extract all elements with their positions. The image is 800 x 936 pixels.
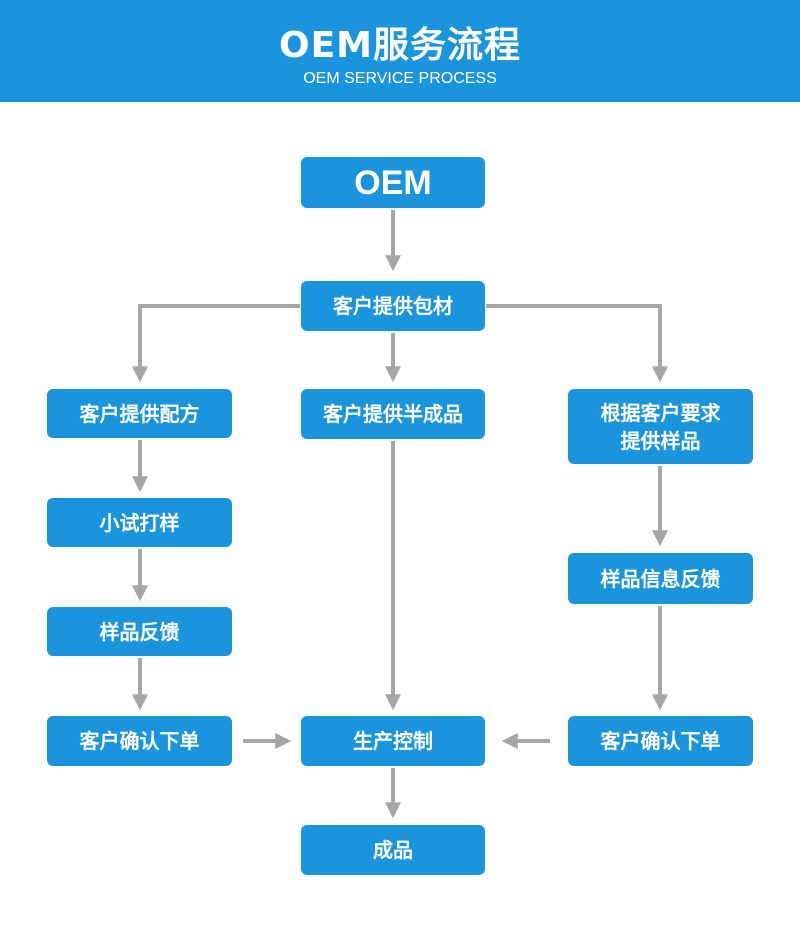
arrow-packaging-to-sample	[486, 304, 668, 383]
node-provide-sample: 根据客户要求 提供样品	[568, 389, 753, 464]
node-confirm-order-left: 客户确认下单	[47, 716, 232, 766]
node-provide-semi-finished: 客户提供半成品	[301, 389, 485, 439]
header-banner: OEM服务流程 OEM SERVICE PROCESS	[0, 0, 800, 102]
page-title: OEM服务流程	[278, 25, 522, 66]
arrow-packaging-to-formula	[132, 304, 300, 383]
page-subtitle: OEM SERVICE PROCESS	[303, 70, 497, 87]
node-production-control: 生产控制	[301, 716, 485, 766]
node-finished-product: 成品	[301, 825, 485, 875]
node-sample-info-feedback: 样品信息反馈	[568, 553, 753, 604]
node-provide-packaging: 客户提供包材	[301, 281, 485, 331]
node-provide-formula: 客户提供配方	[47, 389, 232, 438]
node-sample-feedback: 样品反馈	[47, 607, 232, 656]
node-trial-sample: 小试打样	[47, 498, 232, 547]
node-confirm-order-right: 客户确认下单	[568, 716, 753, 766]
node-oem: OEM	[301, 157, 485, 208]
